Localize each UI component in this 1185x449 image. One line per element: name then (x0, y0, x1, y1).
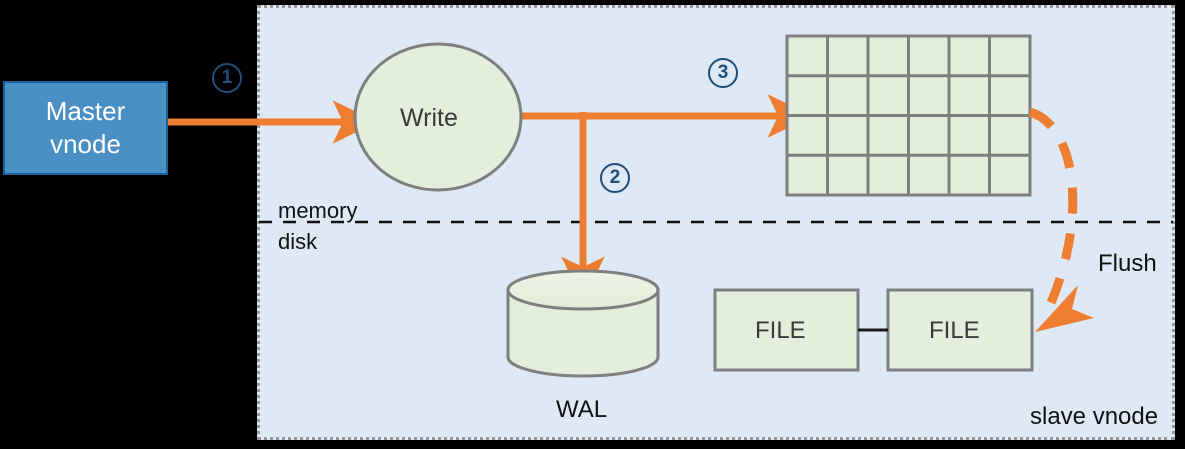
flush-arrow-head (1035, 285, 1094, 332)
master-vnode-line2: vnode (50, 129, 121, 159)
disk-label: disk (278, 229, 318, 254)
step-1-badge: 1 (212, 63, 242, 93)
file-box-1 (713, 288, 860, 372)
step-3-badge: 3 (708, 58, 738, 88)
memory-label: memory (278, 198, 358, 223)
wal-cylinder-shape (506, 269, 660, 378)
file-box-2 (886, 288, 1034, 372)
master-vnode-line1: Master (45, 95, 126, 126)
flush-arrow (1028, 107, 1078, 312)
file-label-1: FILE (755, 317, 806, 344)
master-vnode-box[interactable]: Master vnode (3, 81, 168, 175)
step-2-badge: 2 (600, 163, 630, 193)
slave-vnode-caption: slave vnode (1030, 403, 1159, 430)
memory-table-grid (785, 34, 1032, 197)
file-label-2: FILE (929, 317, 980, 344)
flush-label: Flush (1098, 250, 1157, 277)
wal-label: WAL (556, 396, 608, 423)
write-node-label: Write (400, 104, 458, 132)
write-node-shape (353, 42, 523, 192)
